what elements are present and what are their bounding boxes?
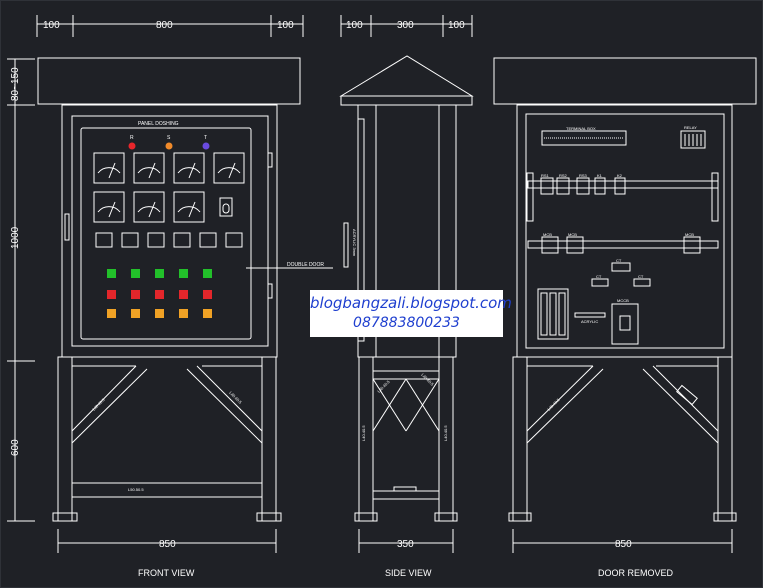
lamp-s-indicator	[165, 142, 173, 150]
meter-v4	[213, 152, 245, 184]
double-door-label: DOUBLE DOOR	[287, 262, 324, 268]
front-base-beam	[71, 482, 263, 498]
acrylic-strip	[574, 312, 606, 318]
din-rail-2	[527, 240, 719, 249]
dim-leg-height: 600	[10, 439, 21, 456]
lamp-t-label: T	[204, 135, 207, 141]
side-leg-label-left: L40.40.5	[361, 425, 366, 441]
k1-label: K1	[597, 173, 603, 178]
mcb-label-2: MCB	[568, 232, 577, 237]
caption-side-view: SIDE VIEW	[385, 568, 432, 578]
dim-side-top-mid: 300	[397, 20, 414, 31]
dim-front-top-right: 100	[277, 20, 294, 31]
front-top-dimensions: 100 800 100	[36, 15, 304, 37]
watermark-site: blogbangzali.blogspot.com	[310, 294, 512, 312]
ct-label-3: CT	[638, 274, 644, 279]
selector-3	[147, 232, 165, 248]
terminal-box	[541, 130, 627, 146]
side-brace-label-right: L40.40.5	[420, 372, 435, 387]
watermark-box: blogbangzali.blogspot.com 087883800233	[310, 290, 512, 337]
selector-1	[95, 232, 113, 248]
front-base-label: L50.50.5	[128, 487, 144, 492]
mccb-label: MCCB	[617, 298, 629, 303]
rear-roof	[493, 57, 757, 105]
front-hinge-top	[267, 152, 273, 168]
front-body	[61, 104, 278, 358]
rs1-label: RS1	[541, 173, 550, 178]
front-roof	[37, 57, 301, 105]
side-door-edge	[357, 118, 365, 342]
acrylic-label-rear: ACRYLIC	[581, 319, 598, 324]
mccb	[611, 303, 639, 345]
meter-a1	[93, 191, 125, 223]
meter-v2	[133, 152, 165, 184]
selector-6	[225, 232, 243, 248]
side-acrylic-marker	[343, 222, 349, 268]
meter-a3	[173, 191, 205, 223]
rear-view: TERMINAL BOX RELAY RS1 RS2 RS3 K1 K2 MCB…	[493, 57, 757, 578]
selector-switch	[219, 197, 233, 217]
meter-a2	[133, 191, 165, 223]
push-button-grid	[107, 269, 212, 318]
k2-label: K2	[617, 173, 623, 178]
side-roof	[339, 55, 474, 97]
mcb-label-1: MCB	[543, 232, 552, 237]
lamp-t-indicator	[202, 142, 210, 150]
front-door-frame	[71, 115, 269, 347]
watermark-phone: 087883800233	[353, 315, 460, 331]
caption-door-removed: DOOR REMOVED	[598, 568, 674, 578]
selector-5	[199, 232, 217, 248]
lamp-s-label: S	[167, 135, 171, 141]
terminal-box-label: TERMINAL BOX	[566, 126, 596, 131]
dim-side-top-right: 100	[448, 20, 465, 31]
dim-rear-bottom: 850	[615, 539, 632, 550]
selector-2	[121, 232, 139, 248]
front-view: PANEL DOSHING R S T	[37, 57, 333, 578]
lamp-r-label: R	[130, 135, 134, 141]
rear-mounting-plate	[525, 113, 725, 349]
front-hinge-bottom	[267, 283, 273, 299]
relay-block	[680, 130, 706, 149]
vertical-dimensions: 80~150 1000 600	[7, 58, 35, 522]
dim-front-top-mid: 800	[156, 20, 173, 31]
rear-body	[516, 104, 733, 358]
relay-label: RELAY	[684, 125, 697, 130]
dim-front-bottom: 850	[159, 539, 176, 550]
meter-row-1	[93, 152, 245, 184]
acrylic-label: ACRYLIC 3mm	[352, 229, 357, 257]
selector-row	[95, 232, 243, 248]
side-top-dimensions: 100 300 100	[340, 15, 473, 37]
panel-title: PANEL DOSHING	[138, 121, 179, 127]
mcb-label-3: MCB	[685, 232, 694, 237]
caption-front-view: FRONT VIEW	[138, 568, 195, 578]
dim-body-height: 1000	[10, 226, 21, 249]
side-leg-label-right: L40.40.5	[443, 425, 448, 441]
dim-side-bottom: 350	[397, 539, 414, 550]
front-hinge-left	[64, 213, 70, 241]
front-brace-label-right: L40.40.5	[228, 390, 243, 405]
front-door-panel	[80, 127, 252, 340]
front-legs: L40.40.5 L40.40.5 L50.50.5	[52, 356, 282, 522]
rs2-label: RS2	[559, 173, 568, 178]
side-brace-label-left: L40.40.5	[376, 379, 391, 394]
dim-side-top-left: 100	[346, 20, 363, 31]
meter-v1	[93, 152, 125, 184]
rs3-label: RS3	[579, 173, 588, 178]
meter-row-2	[93, 191, 233, 223]
dim-roof-height: 80~150	[10, 67, 21, 101]
meter-v3	[173, 152, 205, 184]
busbar-block	[537, 288, 569, 340]
ct-label-1: CT	[616, 258, 622, 263]
lamp-r-indicator	[128, 142, 136, 150]
selector-4	[173, 232, 191, 248]
dim-front-top-left: 100	[43, 20, 60, 31]
ct-label-2: CT	[596, 274, 602, 279]
